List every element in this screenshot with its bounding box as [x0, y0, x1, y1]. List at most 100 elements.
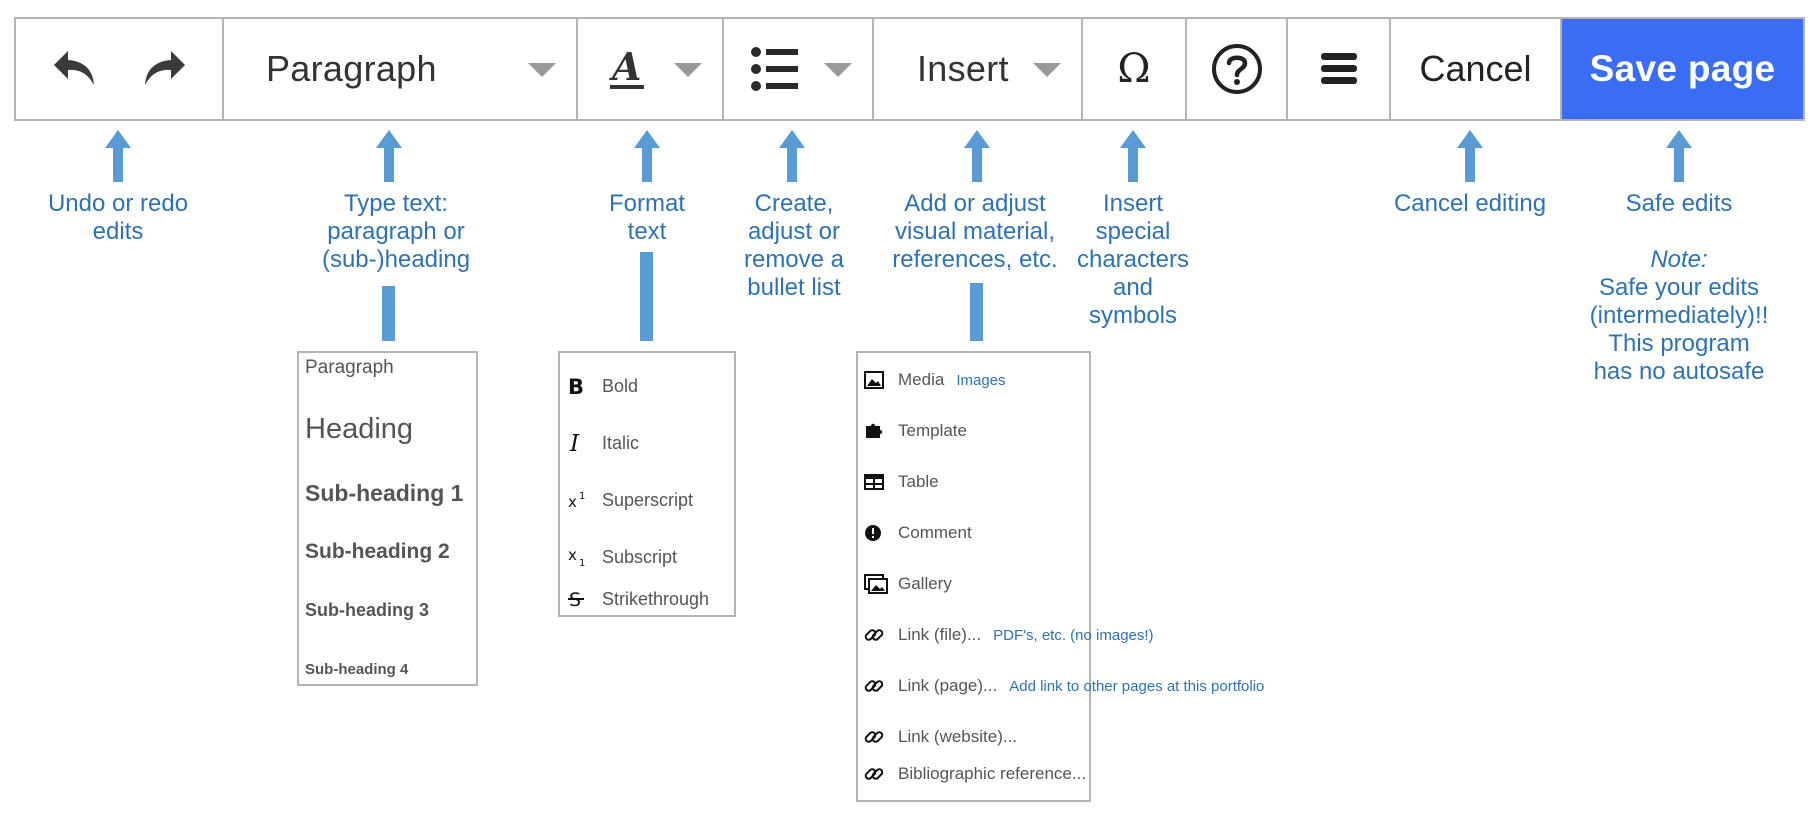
paragraph-style-label: Paragraph	[266, 48, 437, 89]
cancel-button[interactable]: Cancel	[1391, 19, 1562, 119]
up-arrow-icon	[1120, 130, 1146, 182]
chevron-down-icon	[674, 63, 702, 77]
menu-button[interactable]	[1288, 19, 1391, 119]
omega-icon: Ω	[1117, 46, 1151, 92]
annotation-insert: Add or adjust visual material, reference…	[892, 190, 1058, 273]
menu-icon	[1320, 53, 1357, 84]
bold-icon: B	[568, 375, 602, 397]
annotation-special: Insert special characters and symbols	[1076, 190, 1190, 329]
annotation-list: Create, adjust or remove a bullet list	[743, 190, 845, 301]
annotation-save: Safe edits	[1625, 190, 1733, 217]
svg-text:x: x	[568, 546, 577, 564]
menu-item-label: Subscript	[602, 546, 678, 567]
svg-text:A: A	[609, 46, 641, 89]
menu-item-media[interactable]: Media Images	[864, 355, 1006, 405]
help-button[interactable]	[1187, 19, 1288, 119]
menu-item-bold[interactable]: B Bold	[568, 358, 638, 414]
annotation-undo-redo: Undo or redo edits	[47, 190, 189, 245]
menu-item-bibliographic-reference[interactable]: Bibliographic reference...	[864, 749, 1086, 799]
menu-item-label: Strikethrough	[602, 588, 710, 609]
bullet-list-dropdown[interactable]	[724, 19, 874, 119]
menu-item-comment[interactable]: Comment	[864, 508, 972, 558]
paragraph-style-dropdown[interactable]: Paragraph	[224, 19, 578, 119]
menu-item-sub-heading-2[interactable]: Sub-heading 2	[305, 540, 450, 563]
menu-item-link-file[interactable]: Link (file)... PDF's, etc. (no images!)	[864, 610, 1154, 660]
table-icon	[864, 474, 898, 490]
image-icon	[864, 371, 898, 389]
link-icon	[864, 625, 898, 645]
undo-icon	[53, 51, 94, 85]
link-icon	[864, 676, 898, 696]
redo-button[interactable]	[132, 34, 196, 104]
annotation-save-note-body: Safe your edits (intermediately)!! This …	[1589, 274, 1769, 385]
menu-item-gallery[interactable]: Gallery	[864, 559, 952, 609]
menu-item-label: Media	[898, 370, 945, 389]
menu-item-label: Template	[898, 421, 967, 440]
up-arrow-icon	[376, 130, 402, 182]
strikethrough-icon: S	[568, 588, 602, 610]
menu-item-link-page[interactable]: Link (page)... Add link to other pages a…	[864, 661, 1264, 711]
menu-item-label: Table	[898, 472, 939, 491]
connector-bar	[382, 286, 395, 341]
svg-text:B: B	[568, 375, 584, 397]
svg-text:x: x	[568, 493, 577, 510]
paragraph-style-menu: Paragraph Heading Sub-heading 1 Sub-head…	[297, 351, 478, 686]
special-characters-button[interactable]: Ω	[1083, 19, 1187, 119]
menu-item-label: Link (page)...	[898, 676, 998, 695]
menu-item-sub-heading-4[interactable]: Sub-heading 4	[305, 661, 409, 678]
up-arrow-icon	[1666, 130, 1692, 182]
chevron-down-icon	[824, 63, 852, 77]
bullet-list-icon	[751, 47, 798, 91]
insert-dropdown[interactable]: Insert	[874, 19, 1083, 119]
menu-item-sub-heading-1[interactable]: Sub-heading 1	[305, 480, 464, 506]
link-icon	[864, 764, 898, 784]
connector-bar	[640, 252, 653, 341]
text-format-icon: A	[609, 46, 644, 89]
editor-toolbar: Paragraph A Insert Ω	[14, 17, 1805, 121]
gallery-icon	[864, 574, 898, 594]
alert-icon	[864, 524, 898, 542]
menu-item-label: Link (website)...	[898, 727, 1018, 746]
menu-item-link-website[interactable]: Link (website)...	[864, 712, 1017, 762]
up-arrow-icon	[105, 130, 131, 182]
menu-item-label: Italic	[602, 432, 640, 453]
up-arrow-icon	[779, 130, 805, 182]
menu-item-note: Add link to other pages at this portfoli…	[1009, 677, 1265, 695]
undo-redo-group	[16, 19, 224, 119]
menu-item-table[interactable]: Table	[864, 457, 939, 507]
menu-item-label: Bold	[602, 375, 639, 396]
annotation-save-note-title: Note:	[1650, 246, 1707, 274]
menu-item-heading[interactable]: Heading	[305, 413, 414, 445]
save-page-button[interactable]: Save page	[1562, 19, 1803, 119]
menu-item-strikethrough[interactable]: S Strikethrough	[568, 586, 709, 612]
italic-icon: I	[568, 431, 602, 455]
link-icon	[864, 727, 898, 747]
up-arrow-icon	[964, 130, 990, 182]
note-title: Note:	[1650, 246, 1708, 273]
up-arrow-icon	[1457, 130, 1483, 182]
menu-item-label: Superscript	[602, 489, 694, 510]
svg-text:1: 1	[579, 491, 585, 502]
menu-item-italic[interactable]: I Italic	[568, 415, 639, 471]
annotation-cancel: Cancel editing	[1393, 190, 1547, 217]
insert-label: Insert	[917, 48, 1009, 89]
redo-icon	[144, 51, 185, 85]
menu-item-note: PDF's, etc. (no images!)	[993, 626, 1154, 644]
connector-bar	[970, 283, 983, 341]
menu-item-label: Gallery	[898, 574, 952, 593]
svg-text:1: 1	[579, 558, 585, 568]
undo-button[interactable]	[43, 34, 107, 104]
up-arrow-icon	[634, 130, 660, 182]
annotation-format: Format text	[608, 190, 686, 245]
chevron-down-icon	[528, 63, 556, 77]
menu-item-sub-heading-3[interactable]: Sub-heading 3	[305, 600, 430, 620]
text-format-dropdown[interactable]: A	[578, 19, 724, 119]
save-page-label: Save page	[1589, 48, 1776, 89]
menu-item-paragraph[interactable]: Paragraph	[305, 357, 394, 378]
menu-item-template[interactable]: Template	[864, 406, 967, 456]
menu-item-label: Comment	[898, 523, 972, 542]
